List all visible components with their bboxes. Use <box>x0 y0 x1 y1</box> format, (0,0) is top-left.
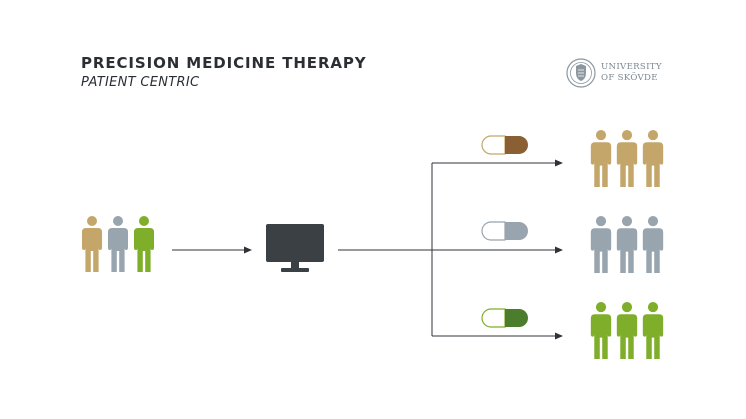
page-subtitle: PATIENT CENTRIC <box>81 75 200 90</box>
page-title: PRECISION MEDICINE THERAPY <box>81 54 367 72</box>
person-icon <box>590 130 612 187</box>
person-icon <box>616 302 638 359</box>
person-icon <box>642 130 664 187</box>
branch-connector <box>338 162 556 337</box>
pill-capsule-icon <box>481 135 528 155</box>
arrow-right-icon <box>555 332 563 340</box>
person-icon <box>616 216 638 273</box>
logo-line-2: OF SKÖVDE <box>601 73 658 83</box>
pill-capsule-icon <box>481 308 528 328</box>
patient-group-green <box>590 302 664 359</box>
person-icon <box>642 216 664 273</box>
university-logo: UNIVERSITY OF SKÖVDE <box>565 57 675 89</box>
person-icon <box>590 302 612 359</box>
university-seal-icon <box>566 58 596 88</box>
person-icon <box>82 216 102 272</box>
person-icon <box>134 216 154 272</box>
patient-group-gray <box>590 216 664 273</box>
pill-capsule-icon <box>481 221 528 241</box>
logo-line-1: UNIVERSITY <box>601 62 662 72</box>
monitor-icon <box>266 224 324 272</box>
arrow-right-icon <box>555 159 563 167</box>
patient-group-mixed <box>82 216 154 272</box>
person-icon <box>616 130 638 187</box>
patient-group-tan <box>590 130 664 187</box>
person-icon <box>108 216 128 272</box>
arrow-right-icon <box>172 246 252 254</box>
person-icon <box>642 302 664 359</box>
arrow-right-icon <box>555 246 563 254</box>
person-icon <box>590 216 612 273</box>
